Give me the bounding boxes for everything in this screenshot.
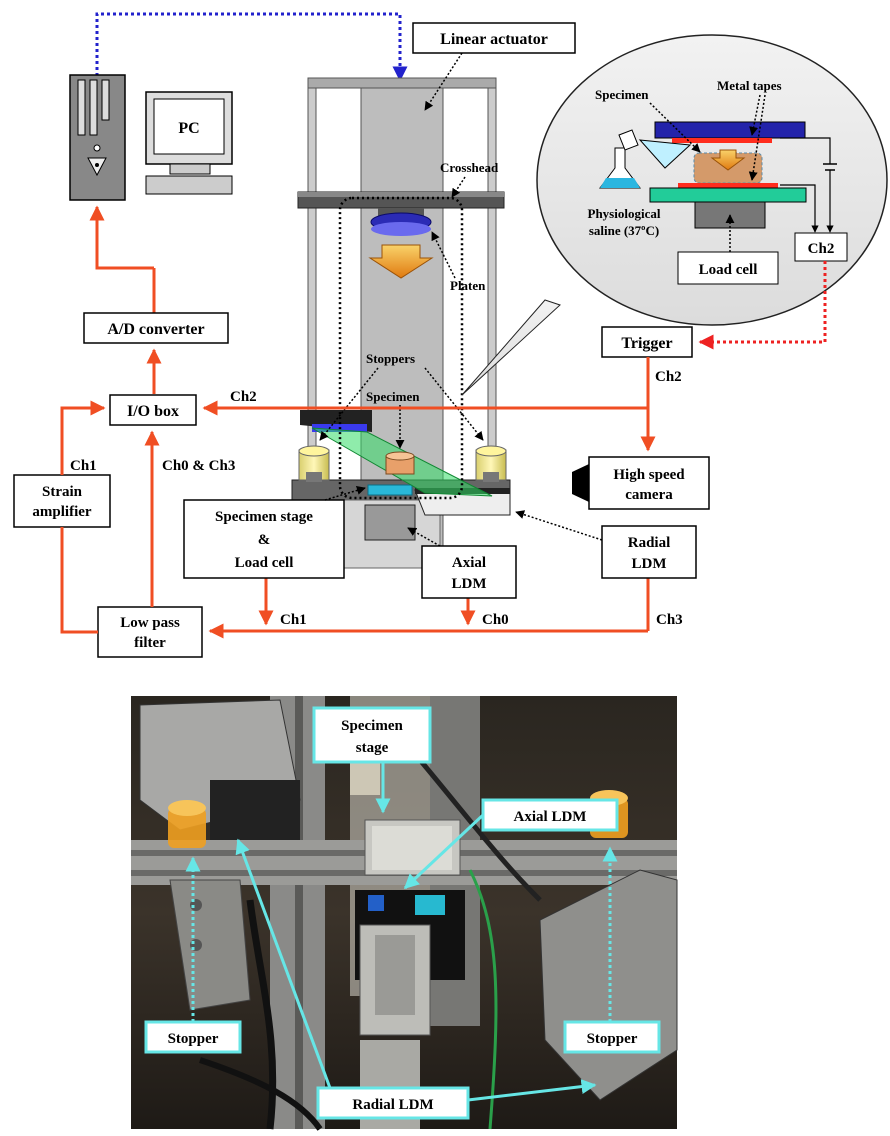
stoppers-label: Stoppers [366,351,415,366]
axial-ldm-label-1: Axial [452,555,486,571]
ch2-trigger-label: Ch2 [655,369,682,385]
ch0-ch3-label: Ch0 & Ch3 [162,458,235,474]
io-box-label: I/O box [127,403,179,420]
specimen-stage-label-3: Load cell [235,555,294,571]
high-speed-label-2: camera [625,487,673,503]
axial-ldm-box: Axial LDM [422,546,516,598]
photo-specimen-stage-label-2: stage [356,740,389,756]
photo-axial-ldm-label: Axial LDM [514,809,587,825]
specimen-stage-label-1: Specimen stage [215,509,313,525]
axial-ldm-label-2: LDM [452,576,487,592]
high-speed-label-1: High speed [613,467,685,483]
trigger-box: Trigger [602,327,692,357]
radial-ldm-box: Radial LDM [602,526,696,578]
low-pass-label-2: filter [134,635,166,651]
ad-converter-label: A/D converter [107,321,204,338]
trigger-label: Trigger [621,335,672,352]
low-pass-filter-box: Low pass filter [98,607,202,657]
pc-monitor: PC [146,92,232,194]
inset-specimen-label: Specimen [595,87,649,102]
photo-radial-ldm-label: Radial LDM [352,1097,433,1113]
specimen-label: Specimen [366,389,420,404]
linear-actuator-box: Linear actuator [413,23,575,53]
inset-saline-label-2: saline (37ºC) [589,223,659,238]
io-box: I/O box [110,395,196,425]
inset-metal-tapes-label: Metal tapes [717,78,782,93]
inset-ch2-label: Ch2 [808,241,835,257]
platen-label: Platen [450,278,486,293]
control-link [97,14,400,80]
strain-amplifier-label-2: amplifier [32,504,91,520]
ch2-io-label: Ch2 [230,389,257,405]
radial-ldm-label-1: Radial [628,535,671,551]
photo-stopper-right-label: Stopper [587,1031,638,1047]
strain-amplifier-box: Strain amplifier [14,475,110,527]
low-pass-label-1: Low pass [120,615,180,631]
ch1-bottom-label: Ch1 [280,612,307,628]
specimen-stage-label-2: & [258,532,271,548]
photo-specimen-stage-label-1: Specimen [341,718,403,734]
ch1-left-label: Ch1 [70,458,97,474]
strain-amplifier-label-1: Strain [42,484,83,500]
linear-actuator-label: Linear actuator [440,31,548,48]
test-frame [292,78,510,568]
radial-ldm-label-2: LDM [632,556,667,572]
controller-unit [70,75,125,200]
ad-converter-box: A/D converter [84,313,228,343]
high-speed-camera-box: High speed camera [572,457,709,509]
ch0-label: Ch0 [482,612,509,628]
ch3-label: Ch3 [656,612,683,628]
specimen-stage-box: Specimen stage & Load cell [184,500,344,578]
inset-load-cell-label: Load cell [699,262,758,278]
inset-saline-label-1: Physiological [588,206,661,221]
photo-stopper-left-label: Stopper [168,1031,219,1047]
pc-label: PC [178,120,199,137]
crosshead-label: Crosshead [440,160,499,175]
